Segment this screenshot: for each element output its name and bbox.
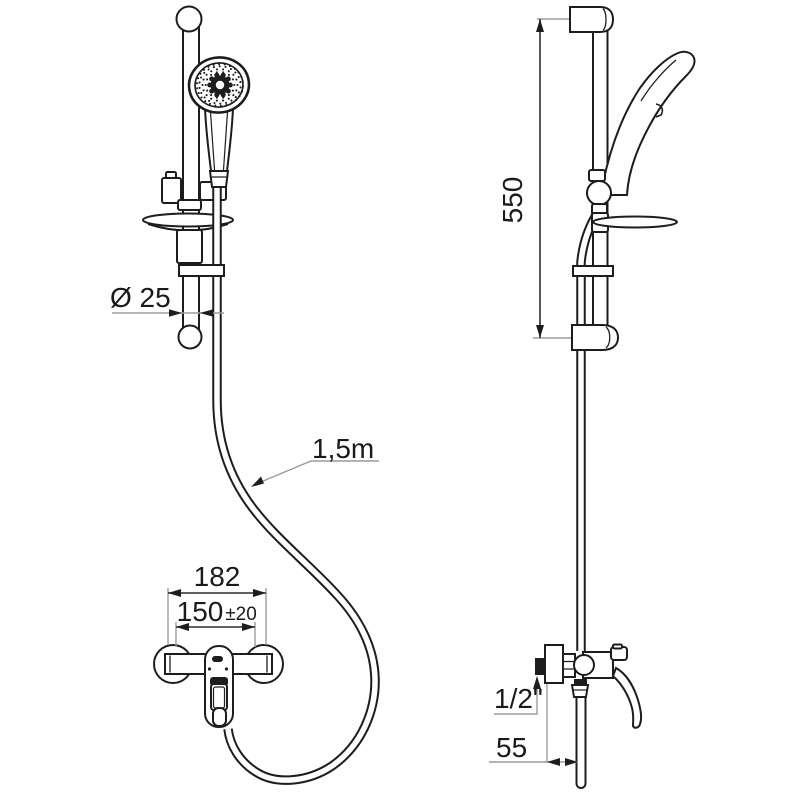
hose-nut-front	[208, 170, 230, 188]
mixer-lever-front	[210, 677, 228, 727]
soap-dish-front	[142, 212, 234, 264]
dim-bar-diameter: Ø 25	[110, 282, 224, 317]
label-diameter: Ø 25	[110, 282, 171, 313]
wall-bracket-front	[178, 264, 225, 277]
dim-overall-width: 182	[167, 561, 267, 645]
bar-bottom-cap-front	[177, 324, 203, 350]
label-bar-height: 550	[497, 177, 528, 224]
dim-wall-distance: 55	[489, 684, 578, 766]
label-tolerance: ±20	[225, 604, 257, 625]
wall-bracket-bottom-side	[571, 324, 620, 351]
mixer-slot	[212, 656, 223, 662]
label-overall-width: 182	[194, 561, 241, 592]
outlet-seal	[574, 679, 587, 685]
slider-bracket-side	[586, 169, 612, 218]
dish-sleeve-front	[176, 229, 203, 264]
bar-top-cap-front	[175, 5, 203, 33]
outlet-nut	[570, 684, 590, 698]
label-thread-size: 1/2"	[494, 683, 543, 714]
hose-end-side	[575, 692, 587, 789]
dim-thread-size: 1/2"	[494, 676, 543, 715]
dim-center-width: 150 ±20	[175, 596, 257, 647]
hand-shower-side	[601, 50, 696, 196]
slide-bar-front	[175, 5, 203, 331]
front-view	[142, 5, 380, 785]
label-wall-distance: 55	[496, 732, 527, 763]
hand-shower-handle	[203, 107, 235, 172]
soap-dish-side	[591, 212, 678, 233]
wall-bracket-top-side	[569, 6, 615, 33]
dim-bar-height: 550	[497, 18, 571, 339]
shower-hose-side	[576, 209, 603, 651]
label-center-width: 150	[177, 596, 224, 627]
hand-shower-front	[187, 56, 251, 188]
mixer-front	[153, 644, 284, 728]
mixer-lever-side	[611, 666, 643, 729]
mixer-side	[535, 643, 643, 789]
swivel-joint	[573, 654, 595, 676]
dimensions: Ø 25 182 150 ±20 1,5m	[110, 18, 578, 766]
thread-nipple	[535, 658, 546, 675]
label-hose-length: 1,5m	[312, 433, 374, 464]
spray-dots	[195, 63, 245, 107]
bar-clamp-side	[572, 265, 614, 277]
dim-hose-length: 1,5m	[251, 433, 379, 487]
shower-spout-nub	[655, 103, 664, 118]
spray-center-ornament	[207, 72, 233, 98]
slider-pivot	[586, 180, 612, 206]
side-view	[535, 6, 696, 789]
wall-flange-side	[544, 644, 564, 684]
shower-hose-front	[212, 188, 380, 785]
